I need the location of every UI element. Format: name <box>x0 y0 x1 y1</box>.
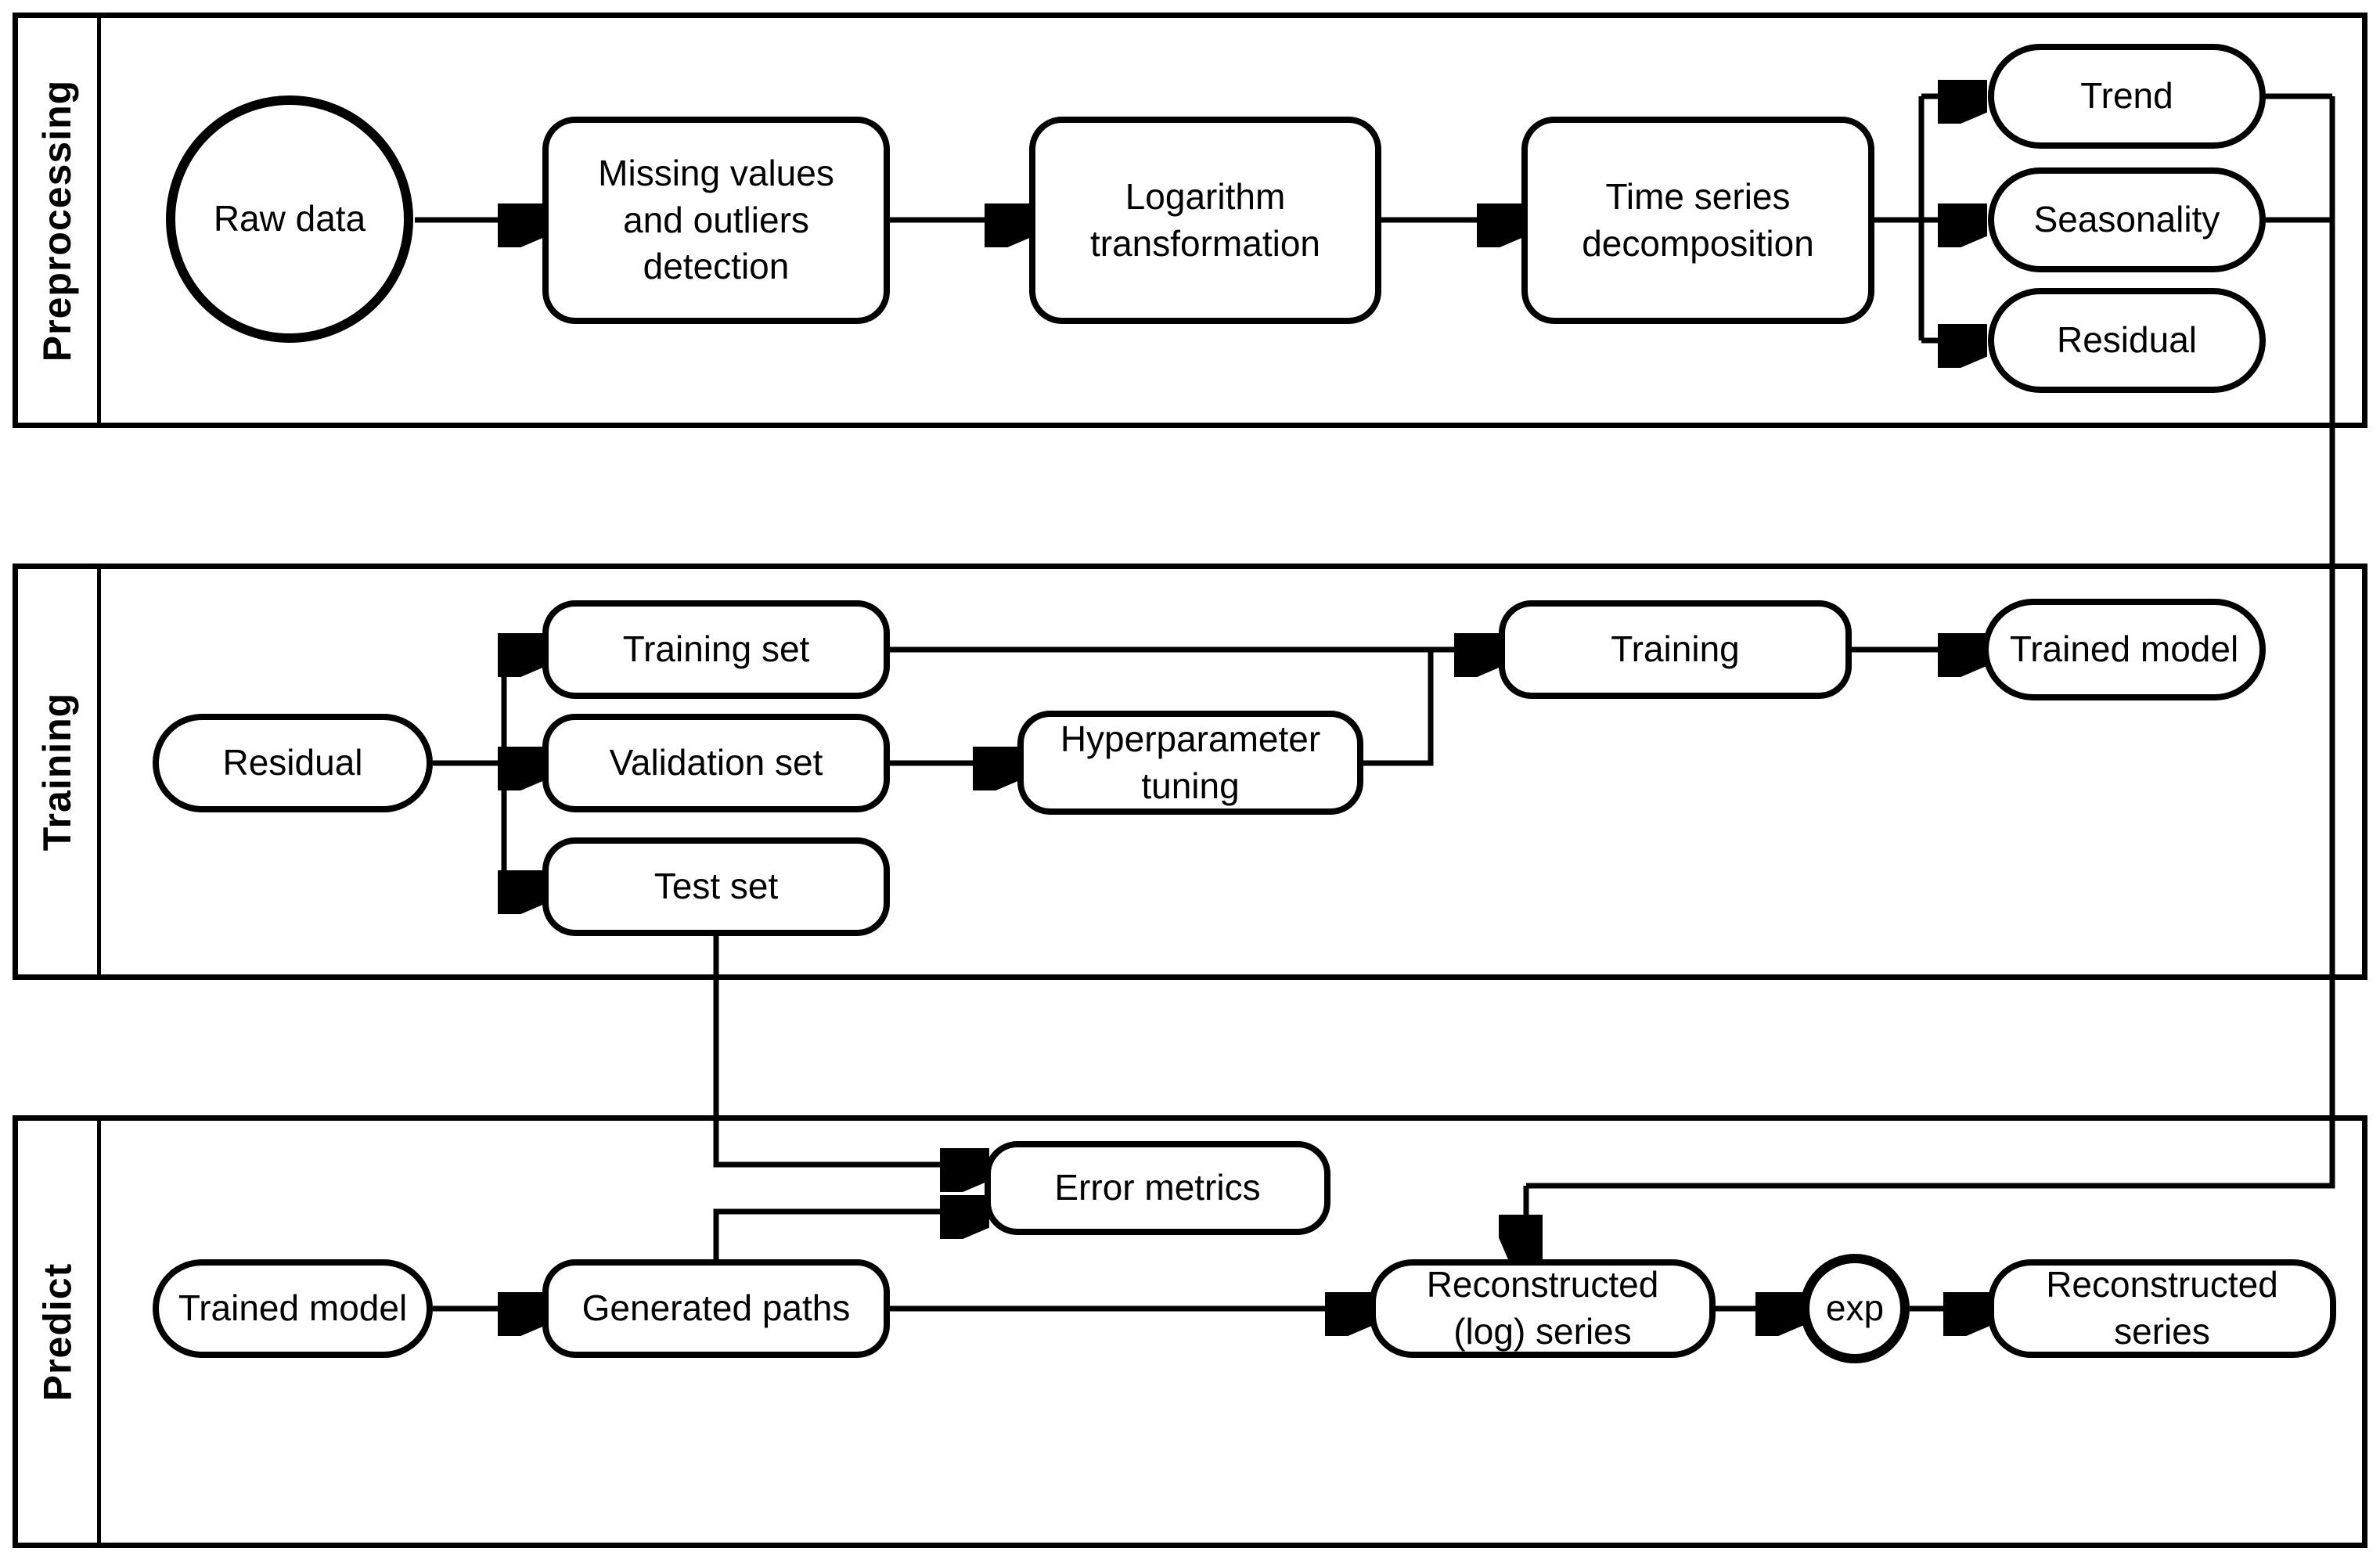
node-exp: exp <box>1800 1254 1910 1363</box>
node-residual-training: Residual <box>153 714 433 812</box>
node-training-set-label: Training set <box>622 628 810 670</box>
node-hyperparameter-tuning-label: Hyperparameter tuning <box>1060 718 1321 806</box>
node-trained-model-training: Trained model <box>1982 599 2266 700</box>
node-logarithm-transformation-label: Logarithm transformation <box>1089 175 1320 264</box>
node-raw-data: Raw data <box>166 95 413 343</box>
lane-training-strip: Training <box>18 569 101 974</box>
node-reconstructed-log-series: Reconstructed (log) series <box>1370 1259 1716 1358</box>
node-reconstructed-log-series-label: Reconstructed (log) series <box>1426 1264 1659 1352</box>
node-reconstructed-series: Reconstructed series <box>1988 1259 2336 1358</box>
node-trained-model-predict-label: Trained model <box>178 1287 408 1329</box>
node-test-set: Test set <box>542 837 890 936</box>
node-trained-model-training-label: Trained model <box>2009 628 2239 670</box>
node-validation-set: Validation set <box>542 714 890 812</box>
node-training-set: Training set <box>542 600 890 699</box>
node-logarithm-transformation: Logarithm transformation <box>1029 117 1381 324</box>
edge-trainingset-hyperparam-join <box>890 646 1434 766</box>
lane-preprocessing-strip: Preprocessing <box>18 18 101 423</box>
node-raw-data-label: Raw data <box>213 198 366 239</box>
node-seasonality-label: Seasonality <box>2033 199 2220 240</box>
node-training-label: Training <box>1611 628 1740 670</box>
node-trend-label: Trend <box>2080 75 2173 117</box>
node-generated-paths-label: Generated paths <box>581 1287 851 1329</box>
node-validation-set-label: Validation set <box>609 742 823 783</box>
node-error-metrics-label: Error metrics <box>1054 1167 1261 1208</box>
node-error-metrics: Error metrics <box>985 1141 1330 1235</box>
node-residual-preprocessing-label: Residual <box>2057 319 2197 361</box>
node-exp-label: exp <box>1825 1287 1885 1329</box>
node-test-set-label: Test set <box>654 866 779 907</box>
node-time-series-decomposition: Time series decomposition <box>1521 117 1874 324</box>
node-missing-values: Missing values and outliers detection <box>542 117 890 324</box>
lane-training: Training <box>13 564 2367 980</box>
node-missing-values-label: Missing values and outliers detection <box>598 152 834 287</box>
edge-decomposition-branch <box>1874 96 1925 340</box>
lane-predict-strip: Predict <box>18 1121 101 1543</box>
node-generated-paths: Generated paths <box>542 1259 890 1358</box>
node-trend: Trend <box>1988 44 2266 149</box>
edge-trend-seasonality-collector <box>1526 93 2335 1189</box>
edge-residual-branch <box>433 650 507 887</box>
node-residual-preprocessing: Residual <box>1988 288 2266 393</box>
lane-predict: Predict <box>13 1115 2367 1548</box>
edge-testset-errormetrics <box>713 936 976 1165</box>
edge-generatedpaths-errormetrics <box>713 1212 976 1259</box>
node-hyperparameter-tuning: Hyperparameter tuning <box>1017 711 1363 815</box>
node-seasonality: Seasonality <box>1988 167 2266 272</box>
lane-preprocessing: Preprocessing <box>13 13 2367 428</box>
node-time-series-decomposition-label: Time series decomposition <box>1582 175 1814 264</box>
node-training: Training <box>1499 600 1852 699</box>
node-reconstructed-series-label: Reconstructed series <box>2046 1264 2278 1352</box>
node-residual-training-label: Residual <box>222 742 363 783</box>
node-trained-model-predict: Trained model <box>153 1259 433 1358</box>
